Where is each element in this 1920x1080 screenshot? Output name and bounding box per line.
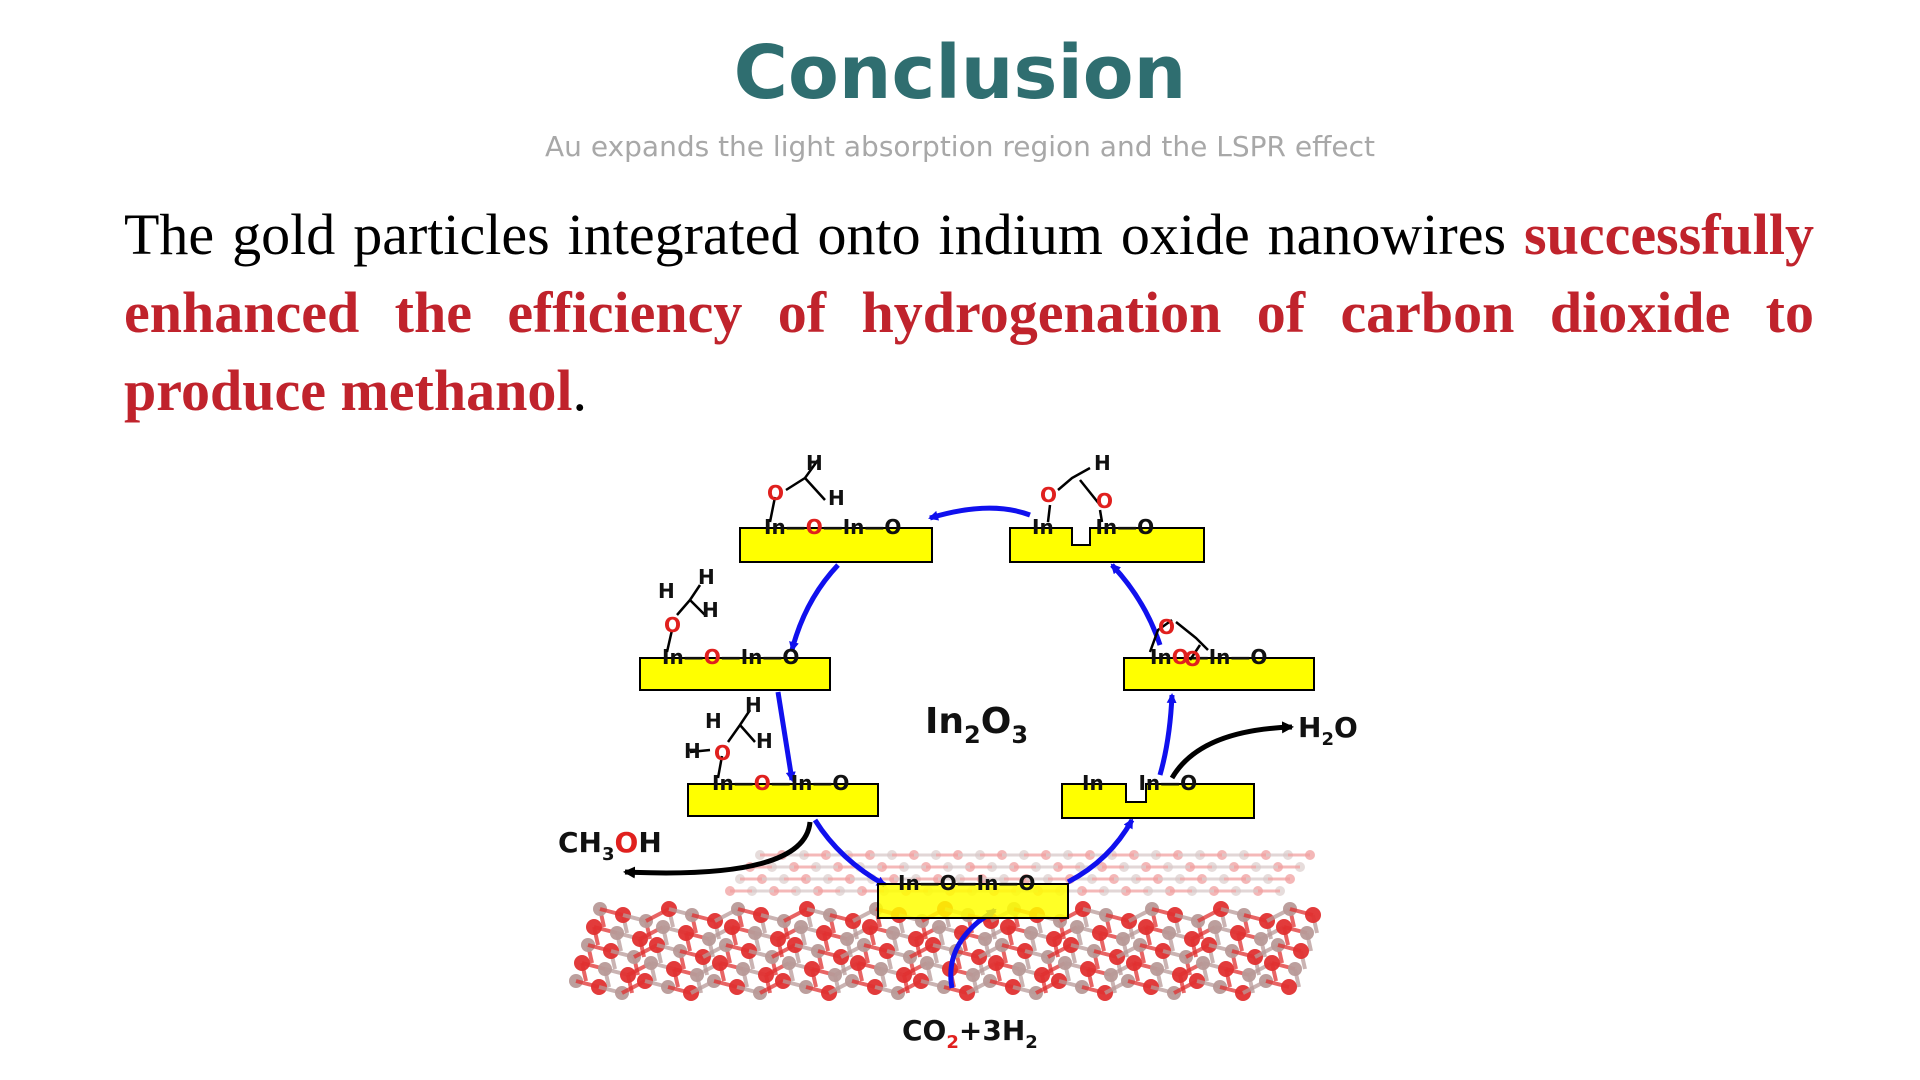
svg-text:O: O bbox=[664, 613, 681, 637]
arrow-left bbox=[775, 691, 796, 782]
lattice-atom bbox=[1300, 926, 1314, 940]
svg-text:O: O bbox=[714, 741, 731, 765]
svg-text:H: H bbox=[828, 486, 845, 510]
surface-label-right-upper: InO—In—O bbox=[1150, 645, 1267, 669]
surface-label-right-lower: In In—O bbox=[1082, 771, 1197, 795]
svg-text:H: H bbox=[705, 709, 722, 733]
surface-slabs bbox=[639, 527, 1315, 919]
svg-text:O: O bbox=[767, 481, 784, 505]
svg-text:H: H bbox=[756, 729, 773, 753]
lattice-atom bbox=[1281, 979, 1297, 995]
svg-text:In2O3: In2O3 bbox=[925, 701, 1028, 749]
lattice-atom bbox=[1288, 962, 1302, 976]
side-arrows bbox=[623, 721, 1294, 879]
svg-text:H: H bbox=[1094, 451, 1111, 475]
lattice-atom bbox=[1293, 943, 1309, 959]
svg-text:H: H bbox=[745, 693, 762, 717]
svg-text:O: O bbox=[1184, 647, 1201, 671]
lattice-atom bbox=[1305, 907, 1321, 923]
svg-text:O: O bbox=[1096, 489, 1113, 513]
slab-left-upper bbox=[639, 657, 831, 691]
molecule-atoms: O H H O H O O H H H O H H H H O O bbox=[658, 451, 1201, 765]
output-methanol: CH3OH bbox=[558, 826, 662, 865]
surface-label-bottom: In—O—In—O bbox=[898, 871, 1035, 895]
svg-text:H2O: H2O bbox=[1298, 711, 1358, 750]
paragraph-text-1: The gold particles integrated onto indiu… bbox=[124, 202, 1524, 267]
arrow-methanol-out bbox=[623, 821, 813, 879]
svg-text:H: H bbox=[658, 579, 675, 603]
svg-text:CH3OH: CH3OH bbox=[558, 826, 662, 865]
output-water: H2O bbox=[1298, 711, 1358, 750]
slab-left-lower bbox=[687, 783, 879, 817]
svg-text:H: H bbox=[806, 451, 823, 475]
arrow-h2o-out bbox=[1169, 721, 1294, 780]
svg-text:CO2+3H2: CO2+3H2 bbox=[902, 1014, 1038, 1053]
arrow-bottom-right bbox=[1066, 818, 1135, 885]
page-subtitle: Au expands the light absorption region a… bbox=[545, 130, 1375, 163]
slab-right-upper bbox=[1123, 657, 1315, 691]
slab-top-right bbox=[1009, 527, 1205, 563]
svg-text:O: O bbox=[1158, 615, 1175, 639]
paragraph-text-2: . bbox=[572, 358, 587, 423]
surface-label-left-upper: In—O—In—O bbox=[662, 645, 799, 669]
arrow-top-left bbox=[789, 563, 840, 652]
arrow-top bbox=[928, 505, 1031, 521]
surface-label-top-left: In—O—In—O bbox=[764, 515, 901, 539]
slab-bottom bbox=[877, 883, 1069, 919]
adsorbed-molecules bbox=[665, 459, 1209, 779]
page-title: Conclusion bbox=[733, 30, 1187, 116]
arrow-right bbox=[1157, 693, 1177, 776]
slab-right-lower bbox=[1061, 783, 1255, 819]
svg-text:H: H bbox=[698, 565, 715, 589]
conclusion-paragraph: The gold particles integrated onto indiu… bbox=[124, 196, 1814, 430]
arrow-co2-in bbox=[948, 907, 997, 989]
svg-text:O: O bbox=[1040, 483, 1057, 507]
arrow-bottom-left bbox=[812, 818, 887, 888]
svg-text:H: H bbox=[702, 598, 719, 622]
slab-top-left bbox=[739, 527, 933, 563]
paragraph-highlight: successfully enhanced the efficiency of … bbox=[124, 202, 1814, 423]
input-reactants: CO2+3H2 bbox=[902, 1014, 1038, 1053]
svg-text:H: H bbox=[684, 739, 701, 763]
center-label-in2o3: In2O3 bbox=[925, 701, 1028, 749]
surface-label-top-right: In In—O bbox=[1032, 515, 1154, 539]
surface-label-left-lower: In—O—In—O bbox=[712, 771, 849, 795]
surface-atom-labels: In—O—In—O In In—O In—O—In—O InO—In—O In—… bbox=[662, 515, 1267, 895]
arrow-top-right bbox=[1110, 563, 1163, 646]
